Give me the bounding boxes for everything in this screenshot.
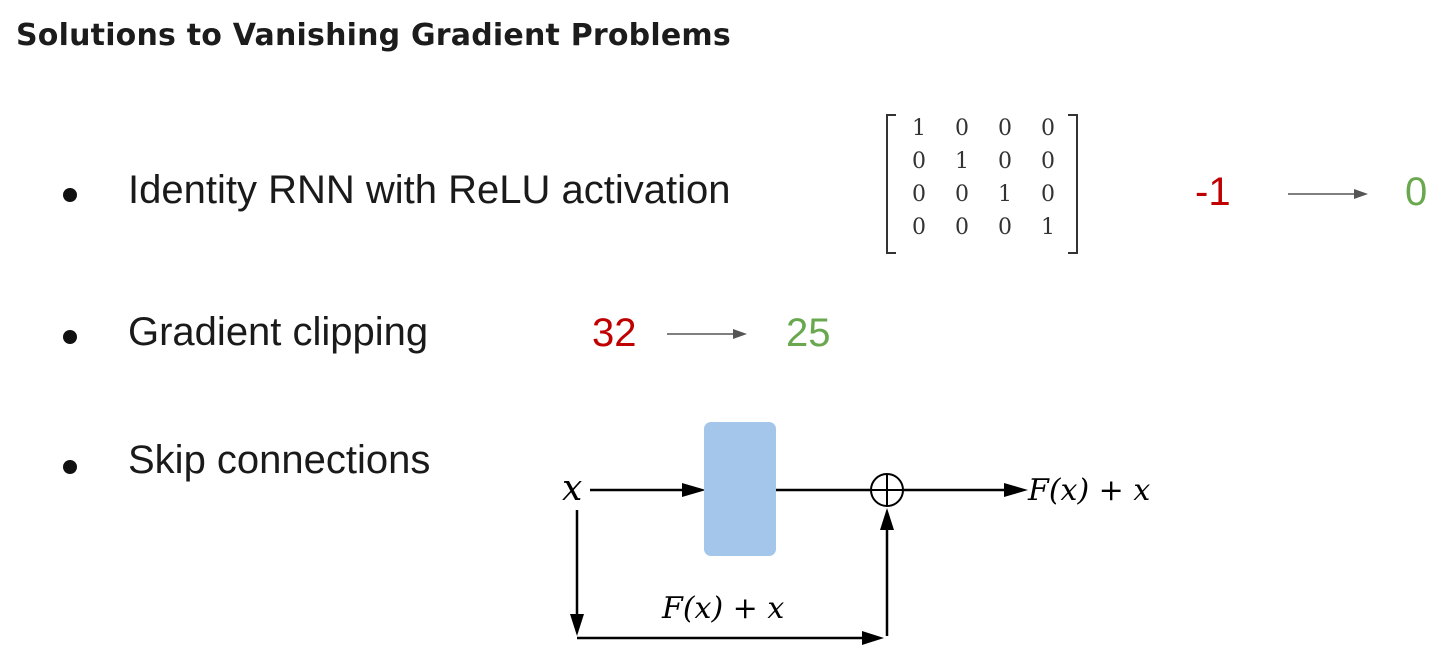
skip-bottom-arrowhead <box>862 631 884 645</box>
clip-arrow-icon <box>667 329 747 339</box>
page-title: Solutions to Vanishing Gradient Problems <box>16 18 731 53</box>
matrix-cell: 0 <box>912 149 926 174</box>
relu-output-value: 0 <box>1405 170 1428 214</box>
matrix-cell: 0 <box>998 149 1012 174</box>
matrix-cell: 0 <box>1041 116 1055 141</box>
bullet-skip-connections: Skip connections <box>128 438 431 482</box>
matrix-cell: 0 <box>955 182 969 207</box>
matrix-cell: 0 <box>955 215 969 240</box>
matrix-cell: 1 <box>955 149 969 174</box>
identity-matrix: 1 0 0 0 0 1 0 0 0 0 1 0 0 0 0 1 <box>882 112 1082 254</box>
input-arrowhead <box>682 483 706 497</box>
bullet-gradient-clipping: Gradient clipping <box>128 310 429 354</box>
matrix-right-bracket <box>1068 114 1078 254</box>
bullet-identity-rnn: Identity RNN with ReLU activation <box>128 168 731 212</box>
matrix-cell: 0 <box>1041 149 1055 174</box>
bullet-dot-3 <box>63 460 77 474</box>
relu-input-value: -1 <box>1195 170 1231 214</box>
matrix-cell: 0 <box>955 116 969 141</box>
residual-block <box>704 422 776 556</box>
relu-arrow-icon <box>1288 189 1368 199</box>
skip-up-arrowhead <box>880 508 894 530</box>
skip-down-arrowhead <box>570 614 584 636</box>
matrix-cell: 1 <box>912 116 926 141</box>
output-arrowhead <box>1004 483 1028 497</box>
bullet-dot-2 <box>63 330 77 344</box>
diagram-output-label: F(x) + x <box>1027 473 1150 508</box>
matrix-cell: 1 <box>998 182 1012 207</box>
skip-path-label: F(x) + x <box>661 591 784 626</box>
matrix-cell: 0 <box>998 215 1012 240</box>
bullet-dot-1 <box>63 188 77 202</box>
matrix-cell: 0 <box>912 182 926 207</box>
matrix-cell: 0 <box>1041 182 1055 207</box>
matrix-cell: 1 <box>1041 215 1055 240</box>
matrix-left-bracket <box>886 114 896 254</box>
matrix-cell: 0 <box>912 215 926 240</box>
diagram-input-label: x <box>562 468 582 509</box>
matrix-cell: 0 <box>998 116 1012 141</box>
skip-connection-diagram: x F(x) + x F(x) + x <box>562 422 1150 645</box>
clip-input-value: 32 <box>592 311 637 355</box>
clip-output-value: 25 <box>786 311 831 355</box>
